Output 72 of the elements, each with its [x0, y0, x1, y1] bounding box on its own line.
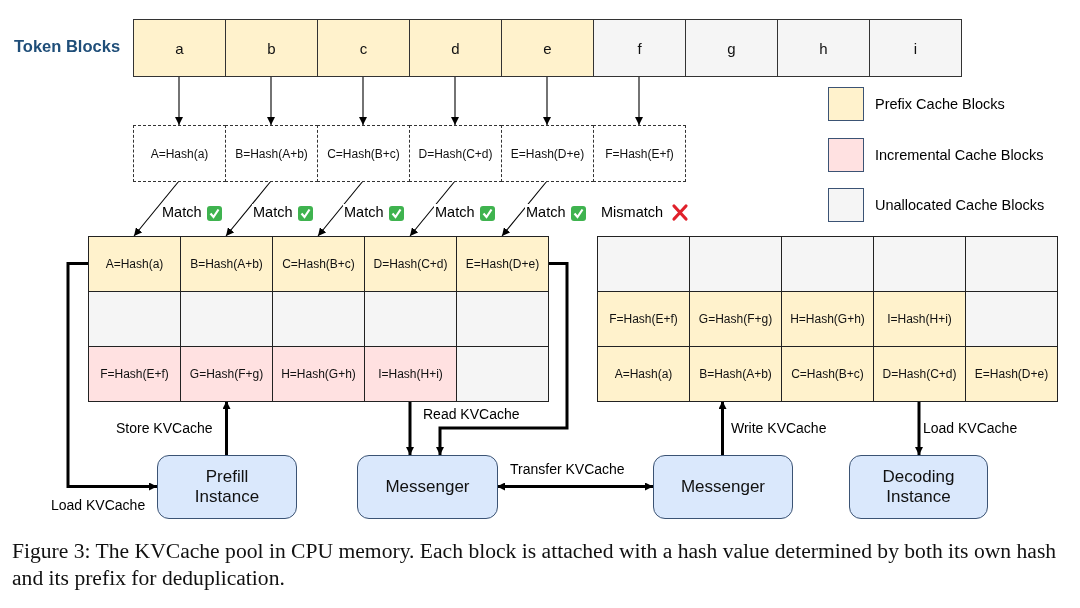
cache-block: F=Hash(E+f) [88, 346, 181, 402]
token-block: h [777, 19, 870, 77]
instance-box: Prefill Instance [157, 455, 297, 519]
cache-block: C=Hash(B+c) [781, 346, 874, 402]
edge-label: Load KVCache [922, 420, 1019, 436]
token-block: g [685, 19, 778, 77]
cache-block: C=Hash(B+c) [272, 236, 365, 292]
arrow [133, 180, 180, 237]
token-block: c [317, 19, 410, 77]
arrow [359, 75, 367, 126]
legend-label: Prefix Cache Blocks [875, 96, 1005, 112]
cache-block: I=Hash(H+i) [873, 291, 966, 347]
token-block: e [501, 19, 594, 77]
token-block: b [225, 19, 318, 77]
cache-block: E=Hash(D+e) [965, 346, 1058, 402]
cache-block: A=Hash(a) [88, 236, 181, 292]
cache-block: D=Hash(C+d) [873, 346, 966, 402]
edge-label: Match [343, 204, 385, 220]
cache-block: F=Hash(E+f) [597, 291, 690, 347]
arrow [175, 75, 183, 126]
cache-block: H=Hash(G+h) [781, 291, 874, 347]
token-block: i [869, 19, 962, 77]
edge-label: Store KVCache [115, 420, 214, 436]
edge-label: Load KVCache [50, 497, 147, 513]
arrow [635, 75, 643, 126]
arrow [915, 401, 923, 455]
token-block: a [133, 19, 226, 77]
legend-label: Unallocated Cache Blocks [875, 197, 1045, 213]
hash-block: F=Hash(E+f) [593, 125, 686, 182]
arrow [317, 180, 364, 237]
token-block: d [409, 19, 502, 77]
arrow [66, 262, 157, 491]
token-block: f [593, 19, 686, 77]
instance-box: Decoding Instance [849, 455, 988, 519]
cache-block: I=Hash(H+i) [364, 346, 457, 402]
status-label: Mismatch [601, 204, 664, 220]
edge-label: Read KVCache [422, 406, 521, 422]
edge-label: Match [525, 204, 567, 220]
arrow [718, 401, 727, 455]
cache-block: G=Hash(F+g) [689, 291, 782, 347]
arrow [501, 180, 548, 237]
arrow [222, 401, 231, 455]
figure-caption: Figure 3: The KVCache pool in CPU memory. Each block is attached with a hash value determined by both its own hash and its prefix for deduplication. [12, 538, 1058, 592]
cache-block: G=Hash(F+g) [180, 346, 273, 402]
hash-block: D=Hash(C+d) [409, 125, 502, 182]
hash-block: B=Hash(A+b) [225, 125, 318, 182]
instance-box: Messenger [653, 455, 793, 519]
section-heading: Token Blocks [14, 37, 121, 56]
cache-block: A=Hash(a) [597, 346, 690, 402]
instance-box: Messenger [357, 455, 498, 519]
edge-label: Match [161, 204, 203, 220]
hash-block: A=Hash(a) [133, 125, 226, 182]
edge-label: Match [434, 204, 476, 220]
arrow [436, 262, 569, 455]
arrow [543, 75, 551, 126]
edge-label: Match [252, 204, 294, 220]
arrow [451, 75, 459, 126]
edge-label: Transfer KVCache [509, 461, 626, 477]
cache-block: B=Hash(A+b) [689, 346, 782, 402]
cache-block: H=Hash(G+h) [272, 346, 365, 402]
hash-block: C=Hash(B+c) [317, 125, 410, 182]
legend-label: Incremental Cache Blocks [875, 146, 1044, 163]
arrow [225, 180, 272, 237]
edge-label: Write KVCache [730, 420, 828, 436]
arrow [267, 75, 275, 126]
arrow [406, 401, 414, 455]
cache-block: D=Hash(C+d) [364, 236, 457, 292]
cache-block: B=Hash(A+b) [180, 236, 273, 292]
arrow [409, 180, 456, 237]
arrow [497, 482, 653, 491]
cache-block: E=Hash(D+e) [456, 236, 549, 292]
hash-block: E=Hash(D+e) [501, 125, 594, 182]
